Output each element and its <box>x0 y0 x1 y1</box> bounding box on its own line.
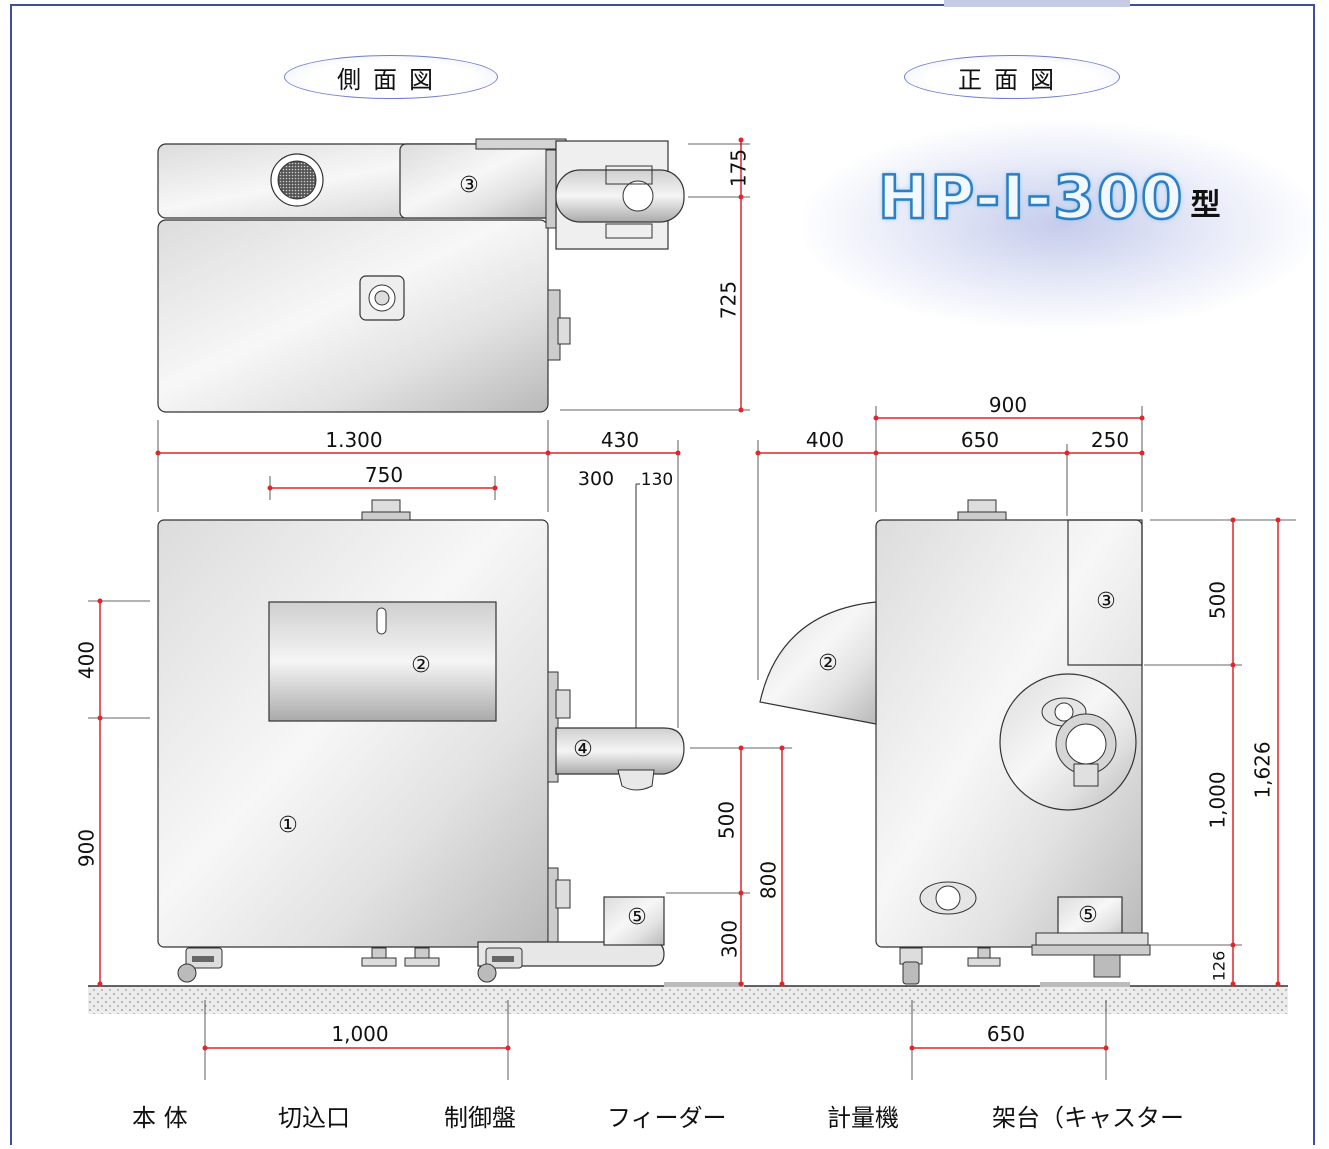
side-panel-strip <box>547 671 559 783</box>
floor-hatch <box>88 986 1288 1014</box>
front-scale-frame <box>1035 932 1149 946</box>
front-inlet-hood <box>759 601 877 725</box>
dim-130: 130 <box>641 470 673 490</box>
dim-300-scale: 300 <box>718 920 742 958</box>
dim-300-feeder: 300 <box>578 468 614 490</box>
knob-center-icon <box>374 290 390 306</box>
top-feeder-mount-lower <box>605 223 653 239</box>
top-side-knob <box>557 317 571 345</box>
front-view <box>759 499 1151 987</box>
dim-500-feeder: 500 <box>715 801 739 839</box>
side-body <box>157 519 549 948</box>
scale-box <box>603 896 665 946</box>
dimension-dots <box>97 137 1281 1051</box>
dim-500-front: 500 <box>1206 581 1230 619</box>
feeder-outlet <box>617 769 655 791</box>
legend-cutting-inlet: 切込口 <box>278 1104 350 1132</box>
dim-175: 175 <box>727 149 751 187</box>
part-2-front: ② <box>818 651 838 676</box>
front-center-caster <box>1093 954 1121 978</box>
dim-250: 250 <box>1091 428 1129 452</box>
part-5-front: ⑤ <box>1078 903 1098 928</box>
model-number: HP-I-300 <box>877 163 1185 233</box>
top-feeder-trough <box>555 169 685 223</box>
top-tab-marker <box>944 0 1130 7</box>
side-caster-left <box>177 947 223 983</box>
control-panel <box>1067 519 1143 666</box>
extension-lines <box>88 143 1296 1080</box>
part-4-side: ④ <box>573 737 593 762</box>
dim-725: 725 <box>717 281 741 319</box>
part-1-side: ① <box>278 813 298 838</box>
side-panel-knob <box>555 689 571 719</box>
side-caster-right <box>477 947 523 983</box>
feeder-trough <box>555 727 685 775</box>
top-feeder-mount <box>605 165 653 185</box>
inlet-slot-icon <box>376 607 387 635</box>
top-feeder-bracket <box>475 138 567 150</box>
dimension-lines <box>99 140 1279 1049</box>
side-view-title: 側面図 <box>284 55 498 99</box>
vent-mesh-icon <box>277 160 317 200</box>
side-panel-knob-lower <box>555 879 571 909</box>
dim-650-front: 650 <box>961 428 999 452</box>
front-caster <box>899 947 923 985</box>
front-stand-rail <box>1031 944 1151 956</box>
dim-400-front: 400 <box>806 428 844 452</box>
top-feeder-outlet-icon <box>622 180 654 212</box>
dim-400-side: 400 <box>75 641 99 679</box>
legend-stand: 架台（キャスター <box>992 1104 1184 1132</box>
dim-900-front: 900 <box>989 393 1027 417</box>
dim-430: 430 <box>601 428 639 452</box>
model-name: HP-I-300 型 <box>877 163 1221 233</box>
top-view-body <box>157 219 549 413</box>
legend-body: 本 体 <box>132 1104 188 1132</box>
top-view <box>157 138 685 413</box>
part-2-side: ② <box>411 653 431 678</box>
side-top-base <box>361 511 411 521</box>
scale-floor-plate <box>664 982 744 987</box>
front-view-title: 正面図 <box>904 55 1120 99</box>
dim-800: 800 <box>757 861 781 899</box>
dim-1626: 1,626 <box>1251 741 1275 798</box>
side-feet <box>361 947 440 967</box>
dim-1000-wheelbase: 1,000 <box>331 1022 388 1046</box>
dim-1300: 1.300 <box>325 428 382 452</box>
part-3-front: ③ <box>1096 589 1116 614</box>
front-outlet-chute <box>1073 763 1099 787</box>
legend-control-panel: 制御盤 <box>444 1104 516 1132</box>
dim-650-wheelbase: 650 <box>987 1022 1025 1046</box>
front-top-base <box>957 511 1007 521</box>
dim-750: 750 <box>365 463 403 487</box>
front-foot <box>967 947 1001 967</box>
side-view <box>157 483 744 987</box>
page-frame <box>10 4 1315 1145</box>
front-floor-plate <box>1040 982 1130 987</box>
front-outlet-icon <box>1065 723 1107 765</box>
legend-feeder: フィーダー <box>607 1104 727 1132</box>
dim-1000-front: 1,000 <box>1206 771 1230 828</box>
model-suffix: 型 <box>1190 188 1221 223</box>
dim-900-side: 900 <box>75 829 99 867</box>
dim-126: 126 <box>1210 951 1229 982</box>
part-5-side: ⑤ <box>627 905 647 930</box>
part-3-top: ③ <box>459 173 479 198</box>
legend-scale: 計量機 <box>827 1104 899 1132</box>
model-glow <box>800 120 1320 330</box>
